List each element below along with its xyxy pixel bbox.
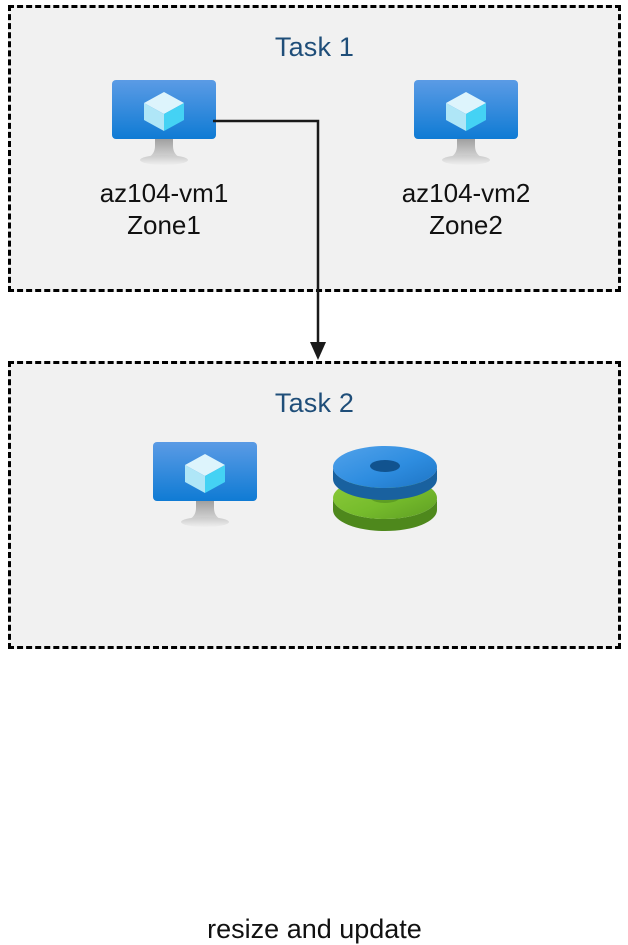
task-2-caption: resize and update: [207, 914, 422, 944]
task-1-title: Task 1: [274, 32, 355, 62]
task-2-container: Task 2 resize and update: [8, 361, 621, 944]
node-task2-virtual-machine[interactable]: [152, 441, 257, 534]
node-az104-vm1[interactable]: az104-vm1 Zone1: [28, 79, 300, 241]
diagram-canvas: Task 1: [8, 5, 621, 944]
managed-disks-icon: [330, 441, 448, 531]
node-az104-vm2[interactable]: az104-vm2 Zone2: [330, 79, 602, 241]
virtual-machine-icon: [413, 79, 519, 167]
node-caption: az104-vm2 Zone2: [401, 178, 531, 240]
task-2-title: Task 2: [274, 388, 355, 418]
down-arrow-icon: [310, 342, 326, 360]
virtual-machine-icon: [152, 441, 258, 529]
node-managed-disks[interactable]: [330, 441, 448, 531]
virtual-machine-icon: [111, 79, 217, 167]
node-caption: az104-vm1 Zone1: [99, 178, 229, 240]
